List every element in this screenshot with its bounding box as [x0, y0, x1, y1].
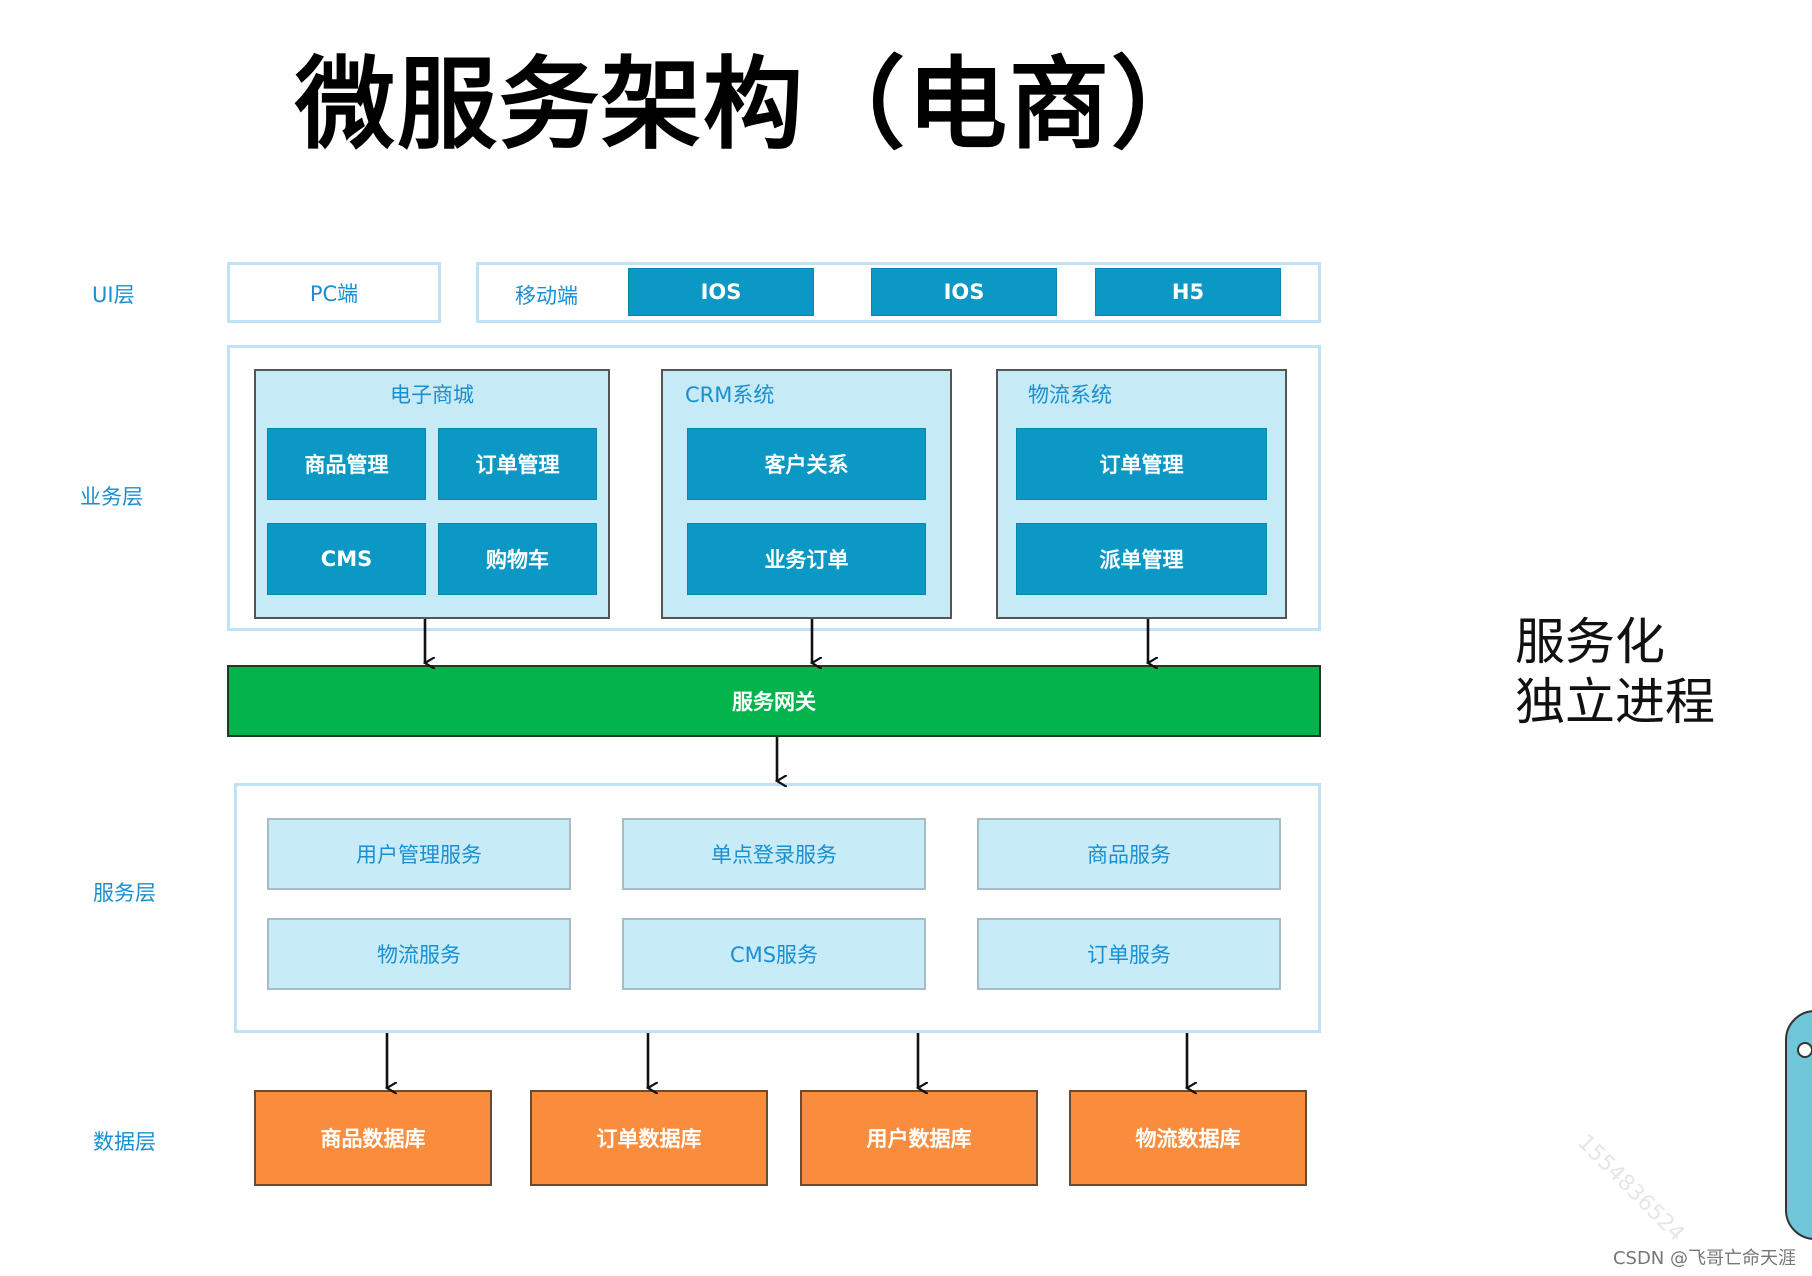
- side-note-line-1: 服务化: [1515, 613, 1665, 671]
- module-business-orders: 业务订单: [687, 523, 926, 595]
- module-dispatch-management: 派单管理: [1016, 523, 1267, 595]
- module-logistics-order-management: 订单管理: [1016, 428, 1267, 500]
- logistics-system-title: 物流系统: [1028, 383, 1112, 407]
- service-logistics: 物流服务: [267, 918, 571, 990]
- side-note-line-2: 独立进程: [1515, 673, 1715, 731]
- layer-label-business: 业务层: [80, 485, 143, 509]
- database-order: 订单数据库: [530, 1090, 768, 1186]
- side-note: 服务化 独立进程: [1515, 612, 1715, 732]
- service-product: 商品服务: [977, 818, 1281, 890]
- mobile-client-label: 移动端: [515, 284, 578, 308]
- mobile-item-ios-1: IOS: [628, 268, 814, 316]
- pc-client-box: PC端: [227, 262, 441, 323]
- service-order: 订单服务: [977, 918, 1281, 990]
- database-user: 用户数据库: [800, 1090, 1038, 1186]
- layer-label-data: 数据层: [93, 1130, 156, 1154]
- mobile-item-h5: H5: [1095, 268, 1281, 316]
- pc-client-label: PC端: [309, 281, 359, 306]
- ecommerce-system-title: 电子商城: [390, 383, 474, 407]
- mascot-illustration: [1785, 1010, 1812, 1240]
- mobile-item-ios-2: IOS: [871, 268, 1057, 316]
- service-cms: CMS服务: [622, 918, 926, 990]
- source-credit: CSDN @飞哥亡命天涯: [1612, 1248, 1796, 1269]
- page-title: 微服务架构（电商）: [295, 46, 1213, 163]
- service-gateway: 服务网关: [227, 665, 1321, 737]
- layer-label-ui: UI层: [92, 283, 135, 307]
- service-user-management: 用户管理服务: [267, 818, 571, 890]
- mascot-eye-icon: [1797, 1042, 1812, 1058]
- module-product-management: 商品管理: [267, 428, 426, 500]
- module-order-management: 订单管理: [438, 428, 597, 500]
- module-customer-relations: 客户关系: [687, 428, 926, 500]
- service-sso: 单点登录服务: [622, 818, 926, 890]
- module-cms: CMS: [267, 523, 426, 595]
- database-logistics: 物流数据库: [1069, 1090, 1307, 1186]
- crm-system-title: CRM系统: [685, 383, 775, 407]
- database-product: 商品数据库: [254, 1090, 492, 1186]
- module-shopping-cart: 购物车: [438, 523, 597, 595]
- layer-label-service: 服务层: [93, 881, 156, 905]
